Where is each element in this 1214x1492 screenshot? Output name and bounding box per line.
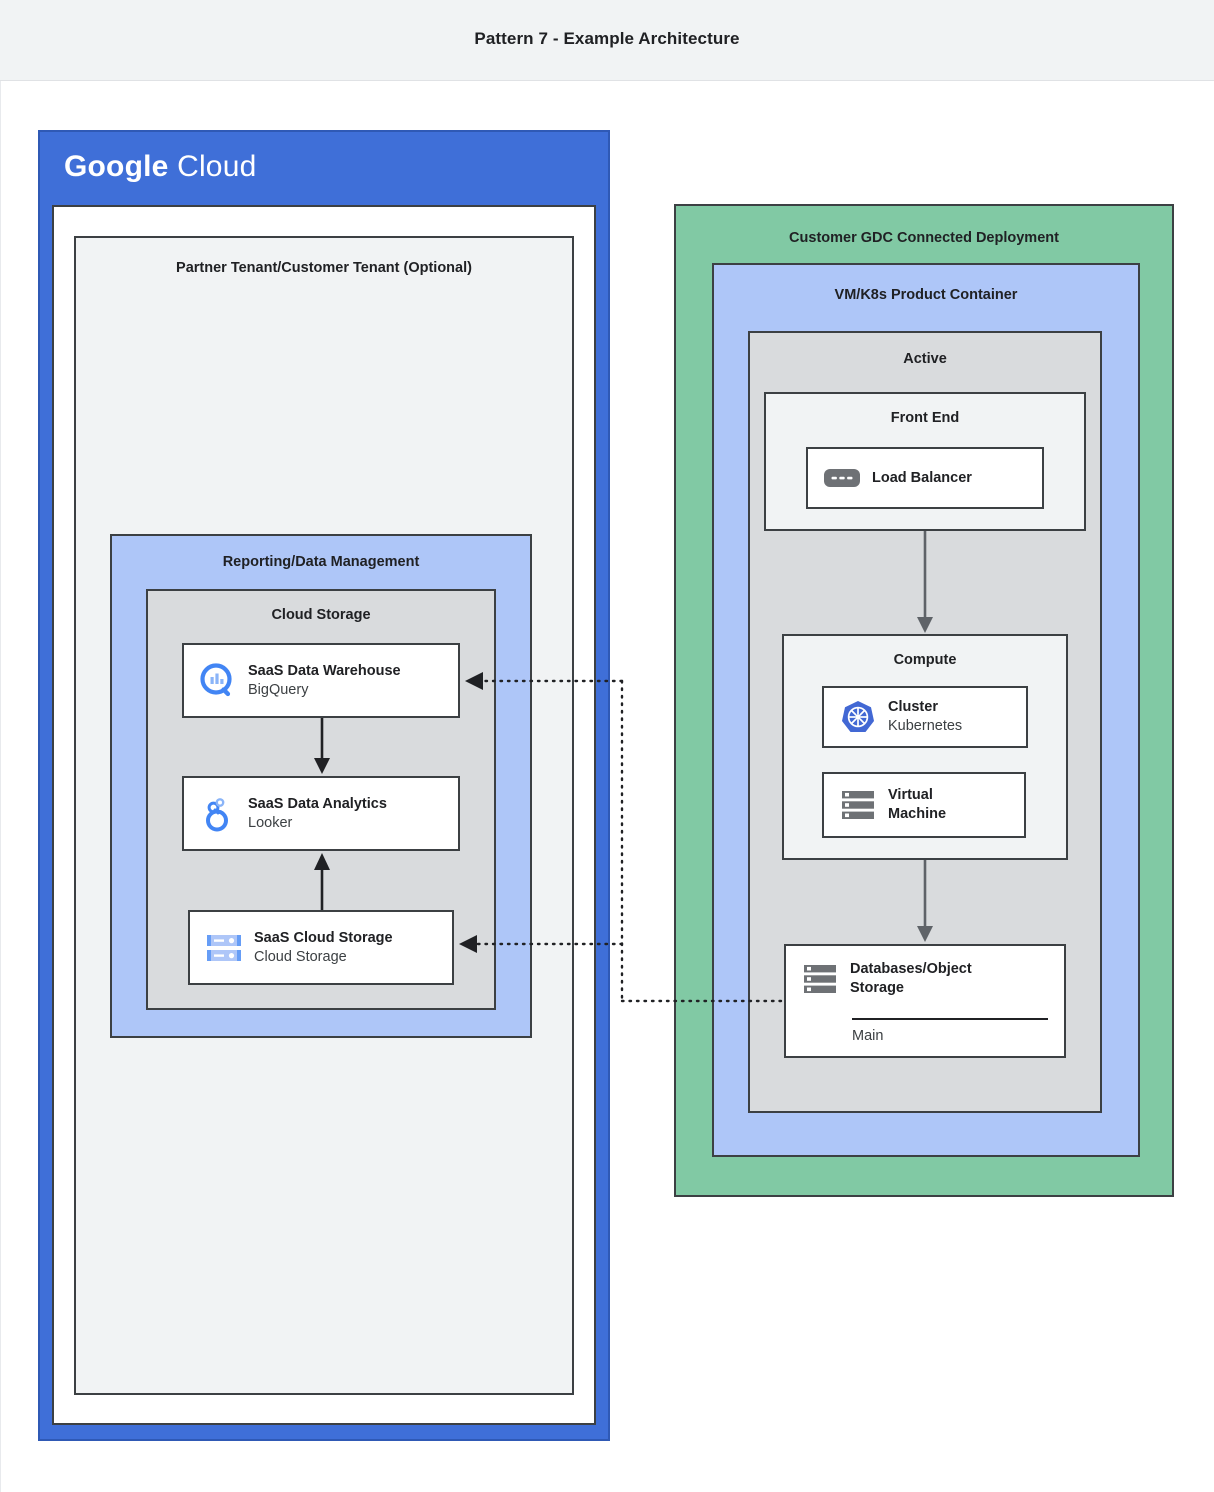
partner-tenant-title: Partner Tenant/Customer Tenant (Optional…	[176, 260, 472, 276]
service-card-looker-text: SaaS Data Analytics Looker	[248, 795, 387, 832]
service-card-bigquery-text: SaaS Data Warehouse BigQuery	[248, 662, 401, 699]
load-balancer-icon	[820, 467, 864, 489]
service-primary-label: Virtual	[888, 787, 933, 804]
service-secondary-label: BigQuery	[248, 681, 309, 698]
front-end-title: Front End	[890, 410, 960, 426]
service-primary-label: SaaS Cloud Storage	[254, 929, 393, 946]
service-secondary-label: Kubernetes	[888, 718, 963, 734]
service-secondary-label: Cloud Storage	[254, 948, 347, 965]
page-left-edge	[0, 81, 1, 1492]
connector-bigquery-to-looker	[310, 718, 334, 776]
service-primary-label-2: Machine	[888, 806, 947, 822]
header-bar	[0, 0, 1214, 81]
service-card-kubernetes-cluster[interactable]: Cluster Kubernetes	[822, 686, 1028, 748]
connector-database-to-left-services	[455, 660, 815, 1020]
database-icon	[798, 962, 842, 996]
service-primary-label-2: Storage	[850, 979, 904, 996]
virtual-machine-icon	[836, 788, 880, 822]
bigquery-icon	[196, 662, 240, 700]
service-primary-label: Cluster	[888, 699, 938, 716]
service-secondary-label: Looker	[248, 814, 293, 831]
service-card-saas-cloud-storage[interactable]: SaaS Cloud Storage Cloud Storage	[188, 910, 454, 985]
service-primary-label: Load Balancer	[872, 469, 972, 486]
service-card-load-balancer-text: Load Balancer	[872, 469, 972, 488]
connector-frontend-to-compute	[913, 531, 937, 635]
service-card-load-balancer[interactable]: Load Balancer	[806, 447, 1044, 509]
vm-k8s-product-container-title: VM/K8s Product Container	[834, 287, 1018, 303]
databases-text: Databases/Object Storage	[850, 960, 972, 997]
google-cloud-logo-google: Google	[64, 150, 169, 183]
page-title: Pattern 7 - Example Architecture	[474, 29, 740, 48]
service-primary-label: SaaS Data Analytics	[248, 795, 387, 812]
databases-sub-label: Main	[852, 1028, 884, 1044]
service-primary-label: SaaS Data Warehouse	[248, 662, 401, 679]
google-cloud-logo-cloud: Cloud	[177, 150, 257, 183]
customer-gdc-deployment-title: Customer GDC Connected Deployment	[789, 230, 1059, 246]
service-card-kubernetes-text: Cluster Kubernetes	[888, 698, 962, 735]
service-card-saas-cloud-storage-text: SaaS Cloud Storage Cloud Storage	[254, 929, 393, 966]
service-primary-label: Databases/Object	[850, 961, 972, 977]
connector-cloudstorage-to-looker	[310, 851, 334, 911]
reporting-data-management-title: Reporting/Data Management	[222, 554, 420, 570]
databases-header-row: Databases/Object Storage	[786, 946, 1064, 997]
service-card-looker[interactable]: SaaS Data Analytics Looker	[182, 776, 460, 851]
service-card-bigquery[interactable]: SaaS Data Warehouse BigQuery	[182, 643, 460, 718]
cloud-storage-icon	[202, 931, 246, 965]
databases-divider	[852, 1018, 1048, 1020]
cloud-storage-group-title: Cloud Storage	[271, 607, 371, 623]
active-panel-title: Active	[903, 351, 947, 367]
kubernetes-icon	[836, 698, 880, 736]
service-card-virtual-machine-text: Virtual Machine	[888, 786, 946, 823]
connector-compute-to-database	[913, 860, 937, 944]
google-cloud-logo: Google Cloud	[64, 150, 256, 184]
service-card-databases-object-storage[interactable]: Databases/Object Storage Main	[784, 944, 1066, 1058]
service-card-virtual-machine[interactable]: Virtual Machine	[822, 772, 1026, 838]
looker-icon	[196, 795, 240, 833]
compute-title: Compute	[893, 652, 957, 668]
